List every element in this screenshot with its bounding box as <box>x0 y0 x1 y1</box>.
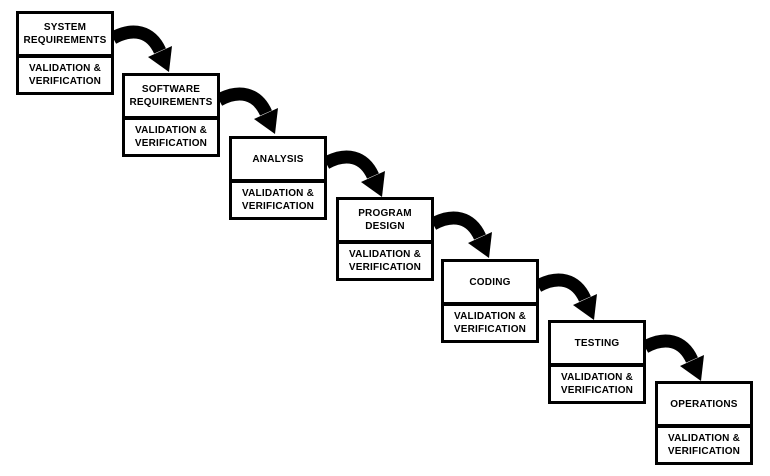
stage-operations: OPERATIONS VALIDATION & VERIFICATION <box>655 381 753 465</box>
stage-validation-verification-label: VALIDATION & VERIFICATION <box>667 433 741 457</box>
stage-validation-verification-label: VALIDATION & VERIFICATION <box>453 311 527 335</box>
stage-title: TESTING <box>551 323 643 367</box>
stage-title: SOFTWARE REQUIREMENTS <box>125 76 217 120</box>
stage-title: ANALYSIS <box>232 139 324 183</box>
curved-arrow-icon <box>645 334 704 381</box>
stage-validation-verification-label: VALIDATION & VERIFICATION <box>28 63 102 87</box>
stage-program-design: PROGRAM DESIGN VALIDATION & VERIFICATION <box>336 197 434 281</box>
stage-title: SYSTEM REQUIREMENTS <box>19 14 111 58</box>
curved-arrow-icon <box>219 87 278 134</box>
curved-arrow-icon <box>113 25 172 72</box>
curved-arrow-icon <box>433 211 492 258</box>
stage-software-requirements: SOFTWARE REQUIREMENTS VALIDATION & VERIF… <box>122 73 220 157</box>
stage-validation-verification-label: VALIDATION & VERIFICATION <box>241 188 315 212</box>
stage-title: CODING <box>444 262 536 306</box>
stage-validation-verification-label: VALIDATION & VERIFICATION <box>560 372 634 396</box>
curved-arrow-icon <box>326 150 385 197</box>
stage-title: PROGRAM DESIGN <box>339 200 431 244</box>
stage-analysis: ANALYSIS VALIDATION & VERIFICATION <box>229 136 327 220</box>
stage-system-requirements: SYSTEM REQUIREMENTS VALIDATION & VERIFIC… <box>16 11 114 95</box>
curved-arrow-icon <box>538 273 597 320</box>
stage-title: OPERATIONS <box>658 384 750 428</box>
stage-coding: CODING VALIDATION & VERIFICATION <box>441 259 539 343</box>
stage-validation-verification-label: VALIDATION & VERIFICATION <box>348 249 422 273</box>
stage-testing: TESTING VALIDATION & VERIFICATION <box>548 320 646 404</box>
stage-validation-verification-label: VALIDATION & VERIFICATION <box>134 125 208 149</box>
